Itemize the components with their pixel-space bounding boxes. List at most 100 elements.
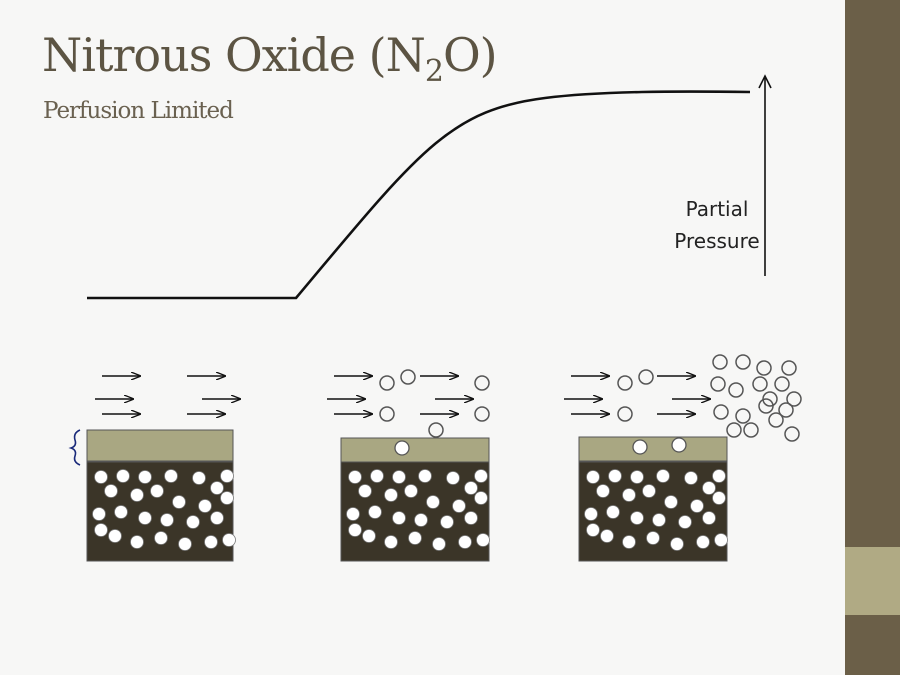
circle-molecule-icon	[712, 469, 726, 483]
circle-molecule-icon	[414, 513, 428, 527]
circle-molecule-icon	[154, 531, 168, 545]
flow-arrows	[95, 376, 710, 414]
circle-molecule-icon	[606, 505, 620, 519]
alveolar-membrane	[340, 437, 490, 463]
circle-molecule-icon	[220, 491, 234, 505]
circle-molecule-icon	[384, 535, 398, 549]
alveolar-membrane	[86, 429, 234, 462]
circle-molecule-icon	[379, 406, 395, 422]
circle-molecule-icon	[192, 471, 206, 485]
circle-molecule-icon	[670, 537, 684, 551]
circle-molecule-icon	[756, 360, 772, 376]
circle-molecule-icon	[758, 398, 774, 414]
circle-molecule-icon	[362, 529, 376, 543]
circle-molecule-icon	[379, 375, 395, 391]
circle-molecule-icon	[712, 354, 728, 370]
circle-molecule-icon	[656, 469, 670, 483]
circle-molecule-icon	[130, 488, 144, 502]
circle-molecule-icon	[370, 469, 384, 483]
circle-molecule-icon	[452, 499, 466, 513]
circle-molecule-icon	[638, 369, 654, 385]
circle-molecule-icon	[586, 470, 600, 484]
circle-molecule-icon	[426, 495, 440, 509]
circle-molecule-icon	[404, 484, 418, 498]
circle-molecule-icon	[743, 422, 759, 438]
circle-molecule-icon	[696, 535, 710, 549]
circle-molecule-icon	[458, 535, 472, 549]
circle-molecule-icon	[392, 470, 406, 484]
circle-molecule-icon	[172, 495, 186, 509]
circle-molecule-icon	[474, 469, 488, 483]
circle-molecule-icon	[464, 481, 478, 495]
circle-molecule-icon	[630, 470, 644, 484]
circle-molecule-icon	[94, 523, 108, 537]
circle-molecule-icon	[596, 484, 610, 498]
circle-molecule-icon	[784, 426, 800, 442]
molecules	[92, 354, 802, 551]
circle-molecule-icon	[164, 469, 178, 483]
circle-molecule-icon	[622, 488, 636, 502]
circle-molecule-icon	[220, 469, 234, 483]
circle-molecule-icon	[210, 511, 224, 525]
circle-molecule-icon	[418, 469, 432, 483]
circle-molecule-icon	[392, 511, 406, 525]
circle-molecule-icon	[346, 507, 360, 521]
circle-molecule-icon	[150, 484, 164, 498]
circle-molecule-icon	[116, 469, 130, 483]
sidebar-accent-block	[845, 547, 900, 615]
circle-molecule-icon	[368, 505, 382, 519]
circle-molecule-icon	[690, 499, 704, 513]
circle-molecule-icon	[222, 533, 236, 547]
circle-molecule-icon	[642, 484, 656, 498]
slide-subtitle: Perfusion Limited	[43, 98, 234, 124]
circle-molecule-icon	[138, 511, 152, 525]
circle-molecule-icon	[400, 369, 416, 385]
circle-molecule-icon	[108, 529, 122, 543]
circle-molecule-icon	[408, 531, 422, 545]
circle-molecule-icon	[710, 376, 726, 392]
circle-molecule-icon	[781, 360, 797, 376]
circle-molecule-icon	[130, 535, 144, 549]
circle-molecule-icon	[671, 437, 687, 453]
circle-molecule-icon	[474, 375, 490, 391]
circle-molecule-icon	[684, 471, 698, 485]
partial-pressure-curve	[87, 90, 751, 300]
circle-molecule-icon	[714, 533, 728, 547]
circle-molecule-icon	[774, 376, 790, 392]
circle-molecule-icon	[735, 408, 751, 424]
circle-molecule-icon	[446, 471, 460, 485]
circle-molecule-icon	[630, 511, 644, 525]
circle-molecule-icon	[428, 422, 444, 438]
circle-molecule-icon	[664, 495, 678, 509]
circle-molecule-icon	[735, 354, 751, 370]
circle-molecule-icon	[464, 511, 478, 525]
circle-molecule-icon	[726, 422, 742, 438]
circle-molecule-icon	[432, 537, 446, 551]
circle-molecule-icon	[440, 515, 454, 529]
circle-molecule-icon	[92, 507, 106, 521]
circle-molecule-icon	[104, 484, 118, 498]
circle-molecule-icon	[584, 507, 598, 521]
circle-molecule-icon	[358, 484, 372, 498]
circle-molecule-icon	[474, 491, 488, 505]
circle-molecule-icon	[394, 440, 410, 456]
circle-molecule-icon	[94, 470, 108, 484]
circle-molecule-icon	[114, 505, 128, 519]
circle-molecule-icon	[600, 529, 614, 543]
circle-molecule-icon	[198, 499, 212, 513]
circle-molecule-icon	[702, 511, 716, 525]
pressure-axis-arrow	[758, 74, 772, 276]
circle-molecule-icon	[646, 531, 660, 545]
circle-molecule-icon	[786, 391, 802, 407]
circle-molecule-icon	[617, 406, 633, 422]
circle-molecule-icon	[586, 523, 600, 537]
left-curly-brace-icon	[68, 429, 81, 466]
circle-molecule-icon	[178, 537, 192, 551]
circle-molecule-icon	[678, 515, 692, 529]
circle-molecule-icon	[474, 406, 490, 422]
circle-molecule-icon	[712, 491, 726, 505]
circle-molecule-icon	[622, 535, 636, 549]
circle-molecule-icon	[160, 513, 174, 527]
circle-molecule-icon	[348, 523, 362, 537]
circle-molecule-icon	[728, 382, 744, 398]
